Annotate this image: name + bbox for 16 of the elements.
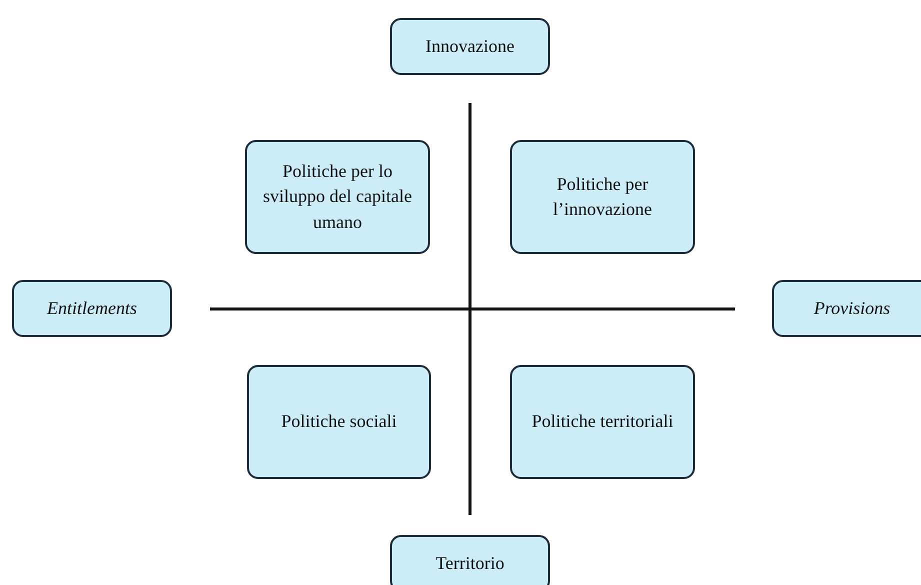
box-label: Provisions xyxy=(814,296,890,320)
quadrant-box xyxy=(510,365,695,479)
axis-label-box xyxy=(390,18,550,75)
axis-label-box xyxy=(12,280,172,337)
axis-label-box xyxy=(390,535,550,585)
quadrant-box xyxy=(245,140,430,254)
box-label: Politiche sociali xyxy=(281,410,397,434)
box-label: Entitlements xyxy=(47,296,137,320)
box-label: Innovazione xyxy=(426,34,514,58)
axis-label-box xyxy=(772,280,921,337)
box-label: Territorio xyxy=(436,552,504,575)
box-label: Politiche territoriali xyxy=(532,410,674,434)
box-label: Politiche per lo sviluppo del capitale umano xyxy=(262,160,413,234)
box-label: Politiche per l’innovazione xyxy=(552,172,653,221)
quadrant-box xyxy=(510,140,695,254)
quadrant-box xyxy=(247,365,431,479)
